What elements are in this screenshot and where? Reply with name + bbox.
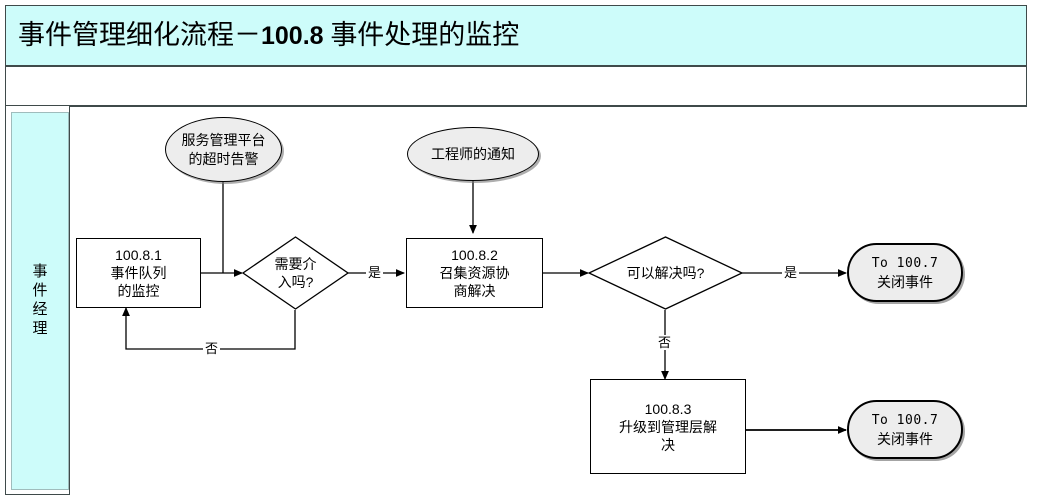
- node-step-100-8-3-line-1: 升级到管理层解: [619, 418, 717, 435]
- node-alarm-source-text: 服务管理平台 的超时告警: [182, 131, 266, 169]
- node-engineer-notice-text: 工程师的通知: [431, 145, 515, 164]
- node-step-100-8-2-line-2: 商解决: [453, 283, 496, 299]
- node-engineer-notice[interactable]: 工程师的通知: [407, 127, 539, 181]
- subtitle-row: [5, 66, 1027, 106]
- edge-label-need-intervene-no: 否: [203, 341, 221, 356]
- swimlane-header: 事件经理: [11, 112, 69, 490]
- node-step-100-8-3[interactable]: 100.8.3 升级到管理层解 决: [590, 379, 746, 474]
- node-alarm-source[interactable]: 服务管理平台 的超时告警: [165, 117, 282, 182]
- edge-label-can-resolve-no: 否: [656, 335, 674, 350]
- node-terminator-close-bottom[interactable]: To 100.7 关闭事件: [847, 400, 963, 459]
- page-title-code: 100.8: [261, 21, 324, 50]
- node-step-100-8-1-code: 100.8.1: [115, 247, 162, 263]
- page-title-suffix: 事件处理的监控: [323, 19, 520, 50]
- node-step-100-8-1-text: 100.8.1 事件队列 的监控: [111, 246, 167, 300]
- node-terminator-close-bottom-line-1: 关闭事件: [877, 430, 933, 447]
- decision-need-intervene-shape: [242, 236, 349, 310]
- node-terminator-close-top-text: To 100.7 关闭事件: [872, 255, 939, 291]
- node-step-100-8-2-line-1: 召集资源协: [439, 265, 510, 281]
- swimlane-label: 事件经理: [32, 264, 48, 337]
- node-decision-can-resolve[interactable]: 可以解决吗?: [588, 236, 743, 310]
- node-engineer-notice-line-1: 工程师的通知: [431, 145, 515, 162]
- node-alarm-source-line-1: 服务管理平台: [181, 131, 266, 148]
- node-decision-need-intervene-line-2: 入吗?: [277, 274, 314, 290]
- page-title-bar: 事件管理细化流程－100.8 事件处理的监控: [5, 5, 1027, 66]
- node-step-100-8-3-code: 100.8.3: [644, 400, 692, 417]
- node-decision-need-intervene-text: 需要介 入吗?: [242, 236, 349, 310]
- node-decision-need-intervene-line-1: 需要介: [274, 256, 317, 272]
- node-terminator-close-top-line-1: 关闭事件: [877, 273, 933, 290]
- node-step-100-8-2[interactable]: 100.8.2 召集资源协 商解决: [406, 238, 543, 308]
- node-terminator-close-top-ref: To 100.7: [871, 255, 939, 271]
- node-terminator-close-bottom-text: To 100.7 关闭事件: [872, 412, 939, 448]
- node-step-100-8-1-line-1: 事件队列: [110, 265, 167, 281]
- node-decision-can-resolve-text: 可以解决吗?: [588, 236, 743, 310]
- node-decision-can-resolve-line-1: 可以解决吗?: [626, 265, 705, 281]
- edge-label-need-intervene-yes: 是: [366, 265, 384, 280]
- node-step-100-8-2-text: 100.8.2 召集资源协 商解决: [440, 246, 510, 300]
- node-step-100-8-3-text: 100.8.3 升级到管理层解 决: [619, 400, 717, 454]
- page-title-prefix: 事件管理细化流程－: [18, 19, 261, 50]
- node-step-100-8-1-line-2: 的监控: [117, 283, 160, 299]
- node-terminator-close-top[interactable]: To 100.7 关闭事件: [847, 243, 963, 302]
- diagram-canvas: 服务管理平台 的超时告警 工程师的通知 100.8.1 事件队列 的监控: [69, 106, 1027, 495]
- node-decision-need-intervene[interactable]: 需要介 入吗?: [242, 236, 349, 310]
- edge-label-can-resolve-yes: 是: [782, 265, 800, 280]
- decision-can-resolve-shape: [588, 236, 743, 310]
- node-terminator-close-bottom-ref: To 100.7: [871, 412, 939, 428]
- page-title: 事件管理细化流程－100.8 事件处理的监控: [6, 19, 520, 51]
- node-step-100-8-1[interactable]: 100.8.1 事件队列 的监控: [76, 238, 201, 308]
- node-step-100-8-3-line-2: 决: [661, 436, 675, 453]
- node-alarm-source-line-2: 的超时告警: [188, 150, 259, 167]
- node-step-100-8-2-code: 100.8.2: [451, 247, 498, 263]
